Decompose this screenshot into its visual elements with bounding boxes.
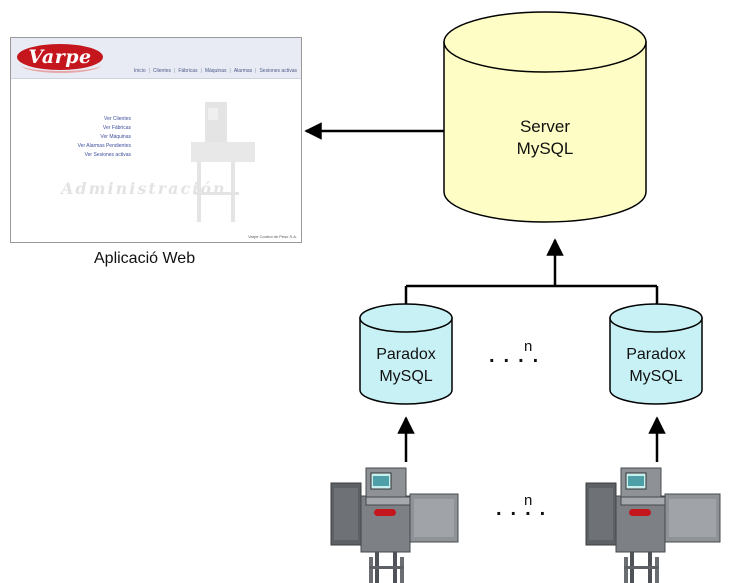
paradox-mysql-cylinder-left (359, 303, 453, 405)
nav-item-sesiones[interactable]: Sesiones activas (259, 68, 297, 74)
server-label-line1: Server (519, 117, 571, 136)
paradox-right-line2: MySQL (629, 368, 683, 385)
server-label-line2: MySQL (516, 139, 574, 158)
nav-item-inicio[interactable]: Inicio (133, 68, 146, 74)
nav-separator: | (148, 68, 150, 74)
paradox-left-line1: Paradox (376, 346, 436, 363)
machine-watermark-icon (191, 102, 255, 222)
checkweigher-machine-icon-right (585, 467, 721, 583)
nav-separator: | (229, 68, 231, 74)
nav-separator: | (255, 68, 257, 74)
checkweigher-machine-icon-left (330, 467, 459, 583)
admin-watermark: Administración (61, 179, 227, 198)
link-ver-clientes[interactable]: Ver Clientes (104, 116, 131, 122)
link-ver-alarmas[interactable]: Ver Alarmas Pendientes (77, 143, 131, 149)
nav-item-fabricas[interactable]: Fábricas (178, 68, 198, 74)
paradox-left-line2: MySQL (379, 368, 433, 385)
web-app-caption: Aplicació Web (94, 250, 196, 267)
nav-separator: | (200, 68, 202, 74)
logo-swoosh (21, 57, 101, 73)
web-app-screenshot: Varpe Inicio | Clientes | Fábricas | Máq… (10, 37, 302, 243)
nav-item-maquinas[interactable]: Máquinas (204, 68, 227, 74)
link-ver-sesiones[interactable]: Ver Sesiones activas (84, 152, 131, 158)
web-app-footer: Varpe Control de Peso S.A. (248, 234, 297, 239)
link-ver-fabricas[interactable]: Ver Fábricas (102, 125, 131, 131)
machine-ellipsis: .... (496, 498, 555, 520)
paradox-mysql-cylinder-right (609, 303, 703, 405)
paradox-label-left: Paradox MySQL (356, 344, 456, 388)
web-app-nav: Inicio | Clientes | Fábricas | Máquinas … (134, 68, 297, 74)
link-ver-maquinas[interactable]: Ver Máquinas (100, 134, 131, 140)
nav-item-alarmas[interactable]: Alarmas (233, 68, 253, 74)
paradox-right-line1: Paradox (626, 346, 686, 363)
connector-bracket (404, 238, 659, 305)
nav-separator: | (174, 68, 176, 74)
web-app-header: Varpe Inicio | Clientes | Fábricas | Máq… (11, 38, 301, 79)
machine-count-label: n (524, 492, 533, 509)
varpe-logo: Varpe (17, 44, 103, 70)
web-app-menu: Ver Clientes Ver Fábricas Ver Máquinas V… (78, 115, 131, 160)
server-mysql-label: Server MySQL (470, 116, 620, 160)
paradox-label-right: Paradox MySQL (606, 344, 706, 388)
paradox-ellipsis: .... (489, 345, 548, 367)
server-mysql-cylinder (443, 11, 647, 223)
nav-item-clientes[interactable]: Clientes (152, 68, 171, 74)
paradox-count-label: n (524, 338, 533, 355)
